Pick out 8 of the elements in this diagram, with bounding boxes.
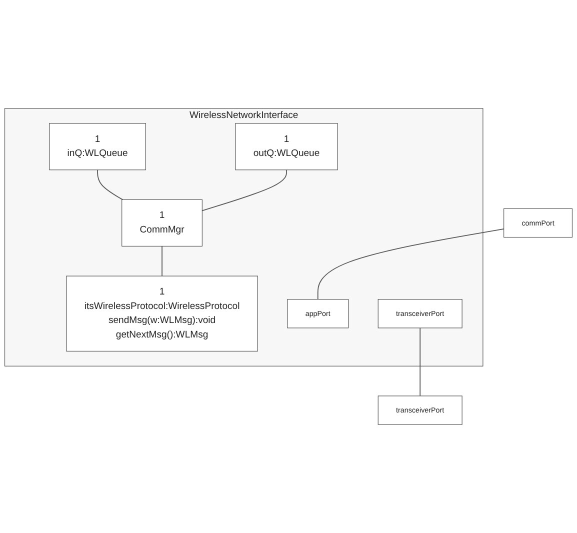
connector xyxy=(97,169,124,200)
node-box: 1 itsWirelessProtocol:WirelessProtocol sendMsg(w:WLMsg):void getNextMsg():WLMsg xyxy=(66,276,258,352)
connector xyxy=(420,328,421,396)
node-box: 1 outQ:WLQueue xyxy=(235,123,338,170)
node-box: 1 CommMgr xyxy=(122,199,202,247)
connector xyxy=(317,228,504,300)
connector xyxy=(202,169,287,212)
node-box: 1 inQ:WLQueue xyxy=(49,123,146,170)
